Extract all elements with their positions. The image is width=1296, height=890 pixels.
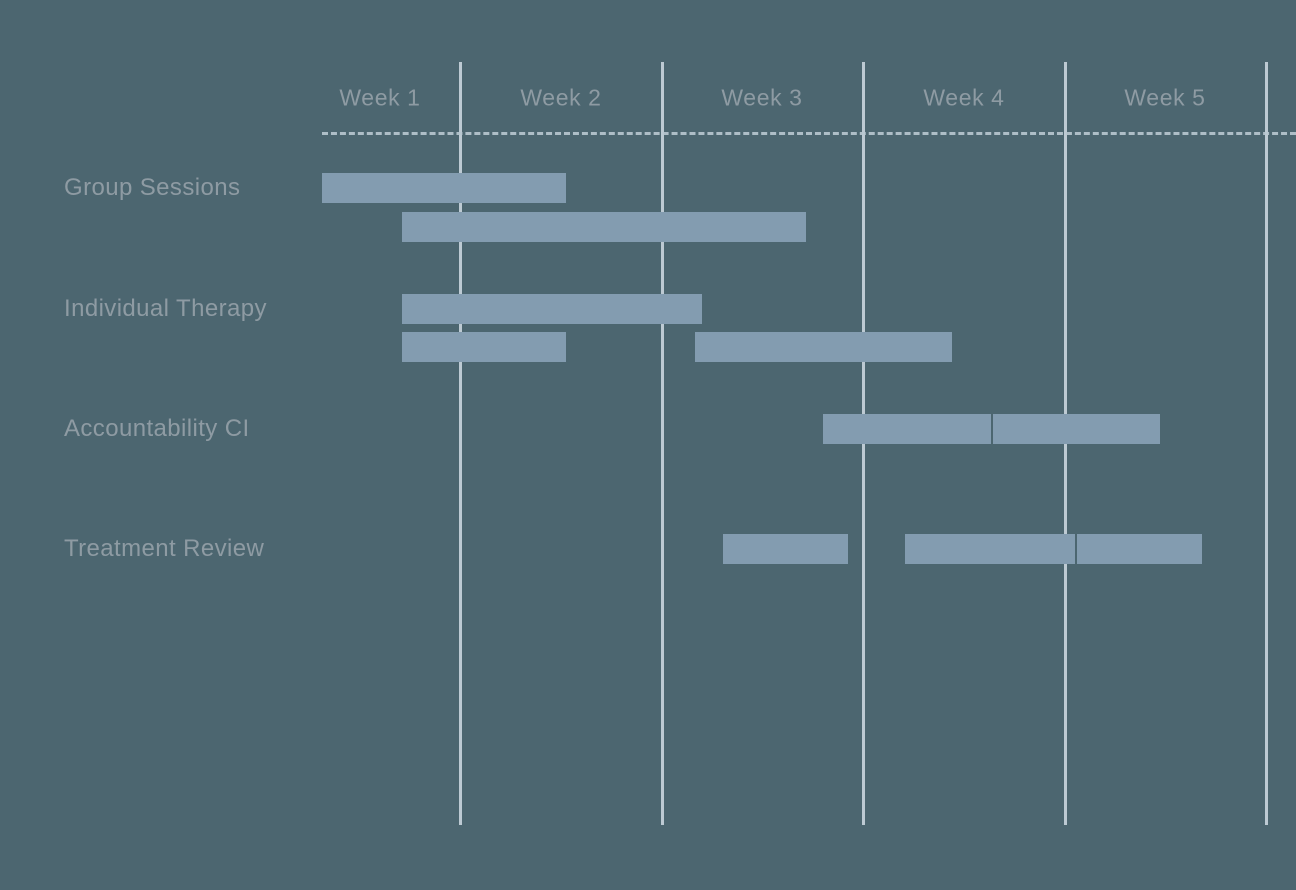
week-header-4: Week 4 (923, 84, 1005, 111)
task-bar-r1-b2[interactable] (402, 212, 806, 242)
task-bar-r2-b2[interactable] (402, 332, 566, 362)
week-gridline-2 (661, 62, 664, 825)
week-gridline-1 (459, 62, 462, 825)
task-bar-r3-b2[interactable] (993, 414, 1160, 444)
week-header-3: Week 3 (721, 84, 803, 111)
task-bar-r2-b3[interactable] (695, 332, 952, 362)
week-header-1: Week 1 (339, 84, 421, 111)
task-bar-r4-b2[interactable] (905, 534, 1075, 564)
row-label-2: Individual Therapy (64, 295, 267, 322)
task-bar-r2-b1[interactable] (402, 294, 702, 324)
week-header-2: Week 2 (520, 84, 602, 111)
header-divider (322, 132, 1296, 135)
task-bar-r1-b1[interactable] (322, 173, 566, 203)
row-label-4: Treatment Review (64, 535, 265, 562)
week-header-5: Week 5 (1124, 84, 1206, 111)
week-gridline-5 (1265, 62, 1268, 825)
task-bar-r3-b1[interactable] (823, 414, 991, 444)
row-label-1: Group Sessions (64, 174, 241, 201)
task-bar-r4-b1[interactable] (723, 534, 848, 564)
task-bar-r4-b3[interactable] (1077, 534, 1202, 564)
row-label-3: Accountability CI (64, 415, 250, 442)
